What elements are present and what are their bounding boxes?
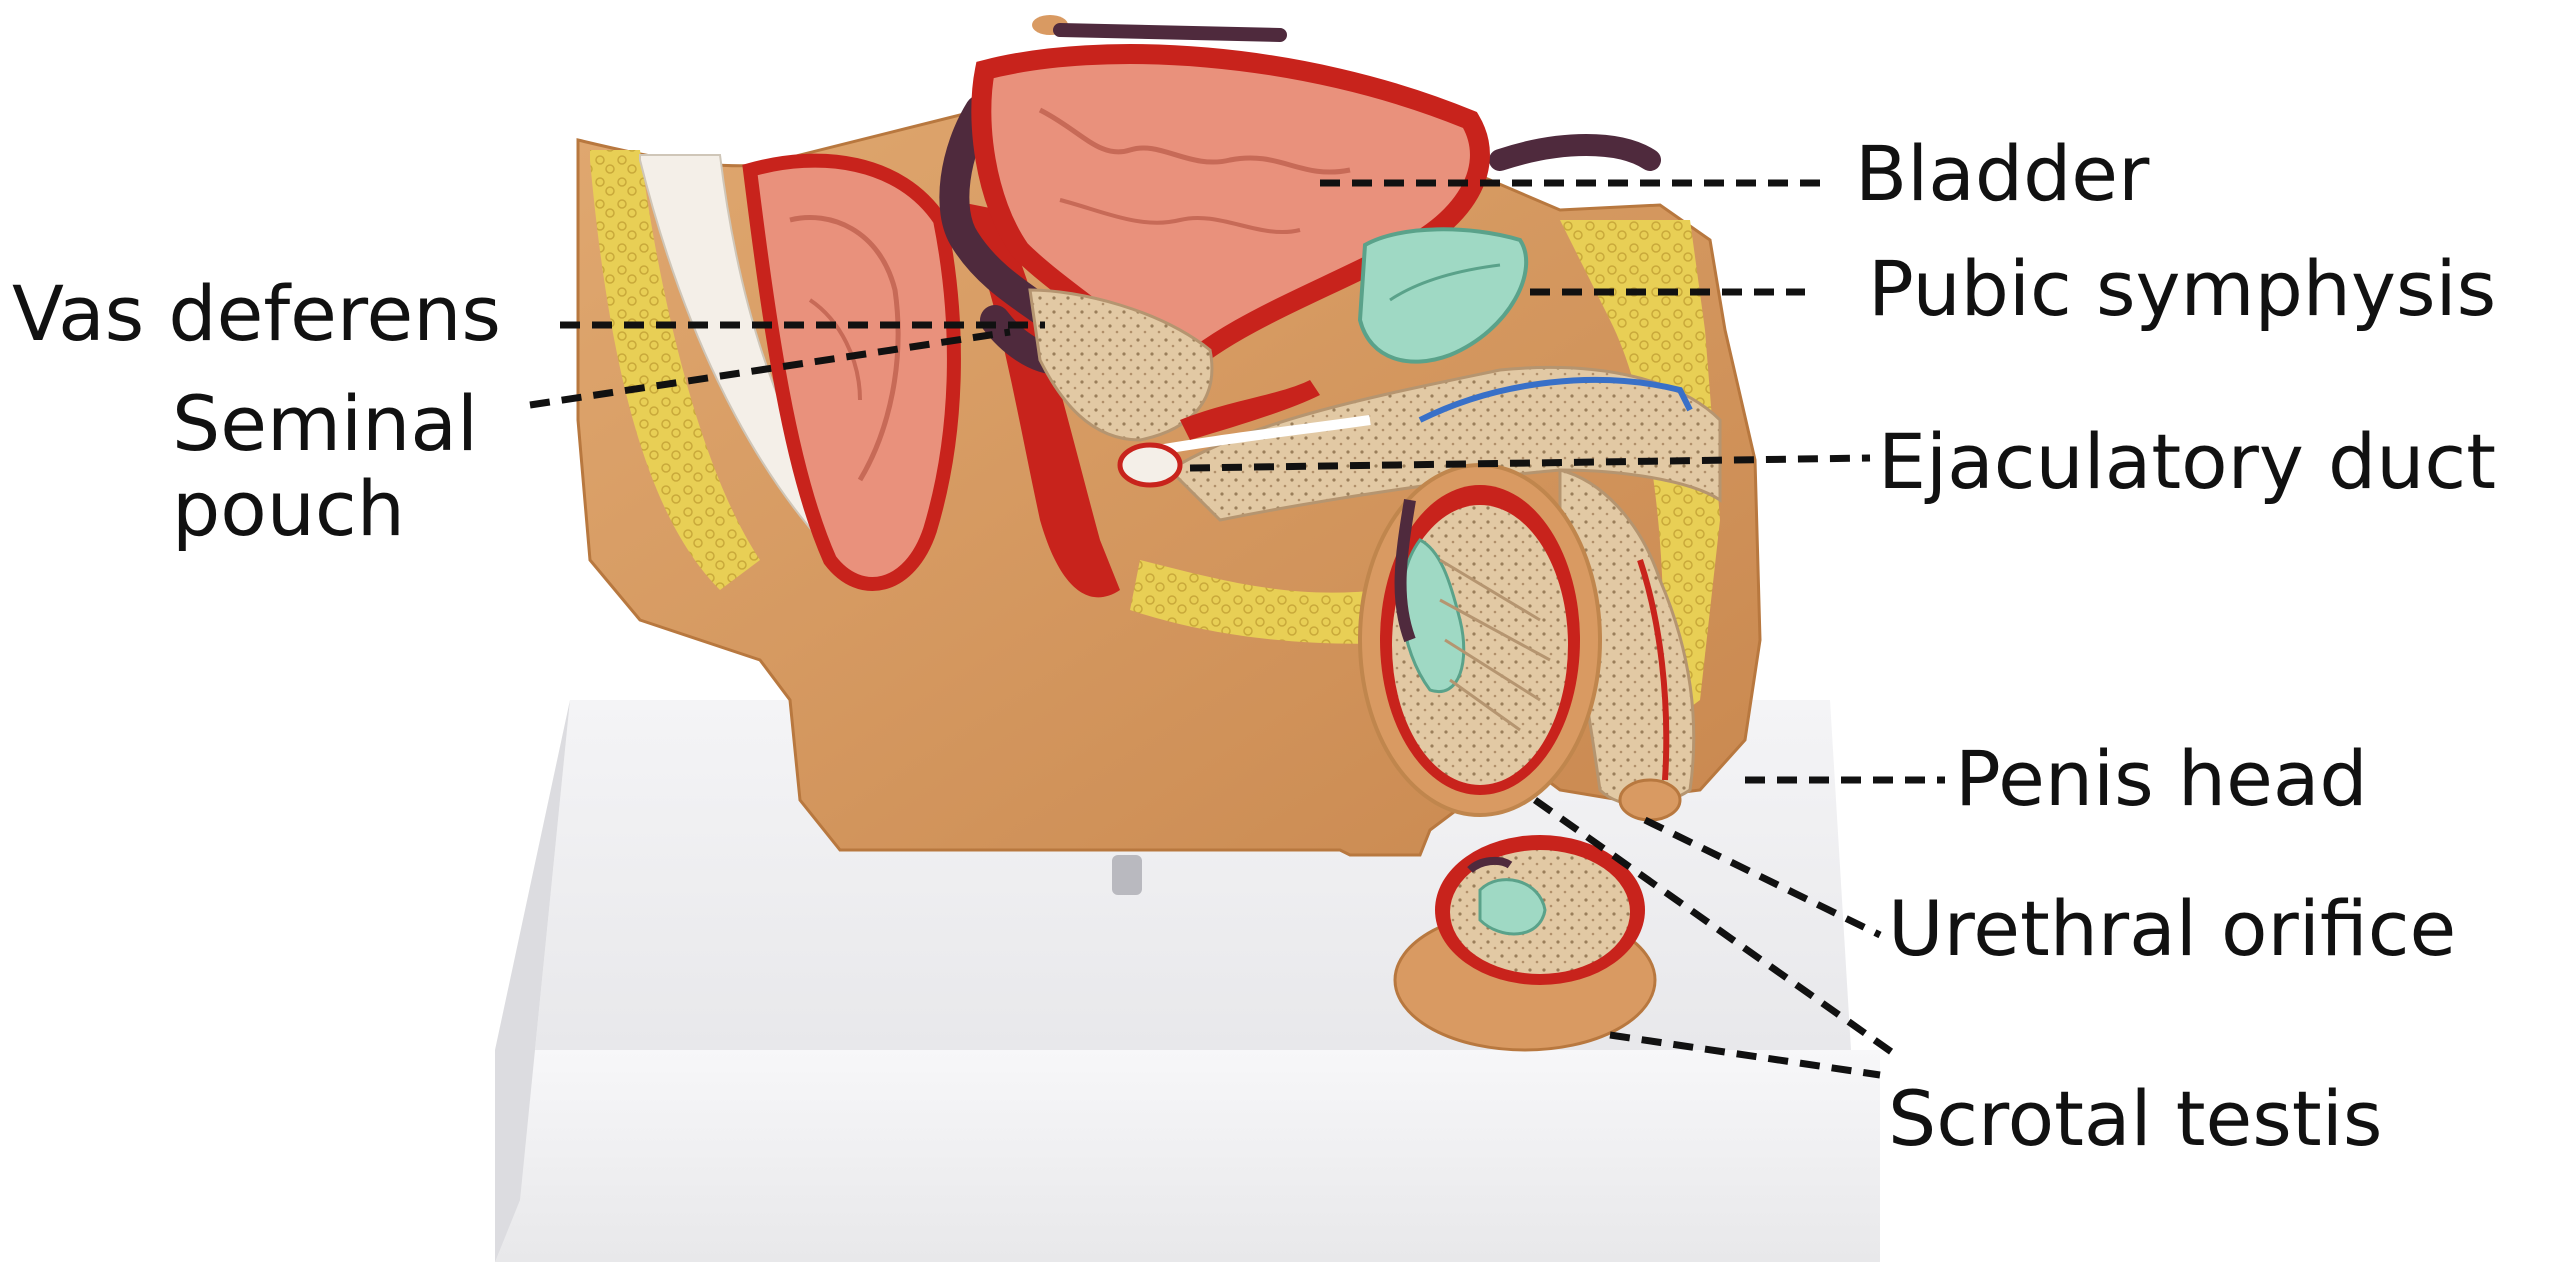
leader-ejaculatory-duct xyxy=(1189,454,1871,472)
leader-scrotal-testis-b xyxy=(1609,1031,1881,1079)
label-seminal-line1: Seminal xyxy=(172,379,478,468)
label-bladder: Bladder xyxy=(1855,129,2150,218)
label-penis-head: Penis head xyxy=(1955,734,2368,823)
pelvis-model xyxy=(576,15,1762,1052)
label-pubic-symphysis: Pubic symphysis xyxy=(1868,244,2496,333)
label-vas-deferens: Vas deferens xyxy=(12,269,501,358)
leader-seminal-pouch xyxy=(529,328,1011,409)
label-urethral-orifice: Urethral orifice xyxy=(1888,884,2456,973)
labels: Bladder Pubic symphysis Vas deferens Sem… xyxy=(12,129,2496,1163)
leader-lines xyxy=(529,179,1945,1079)
label-scrotal-testis: Scrotal testis xyxy=(1888,1074,2382,1163)
label-seminal-line2: pouch xyxy=(172,464,405,553)
leader-urethral-orifice xyxy=(1643,816,1882,939)
label-ejaculatory-duct: Ejaculatory duct xyxy=(1878,417,2496,506)
mounting-peg xyxy=(1112,855,1142,895)
leader-scrotal-testis-a xyxy=(1532,797,1903,1061)
